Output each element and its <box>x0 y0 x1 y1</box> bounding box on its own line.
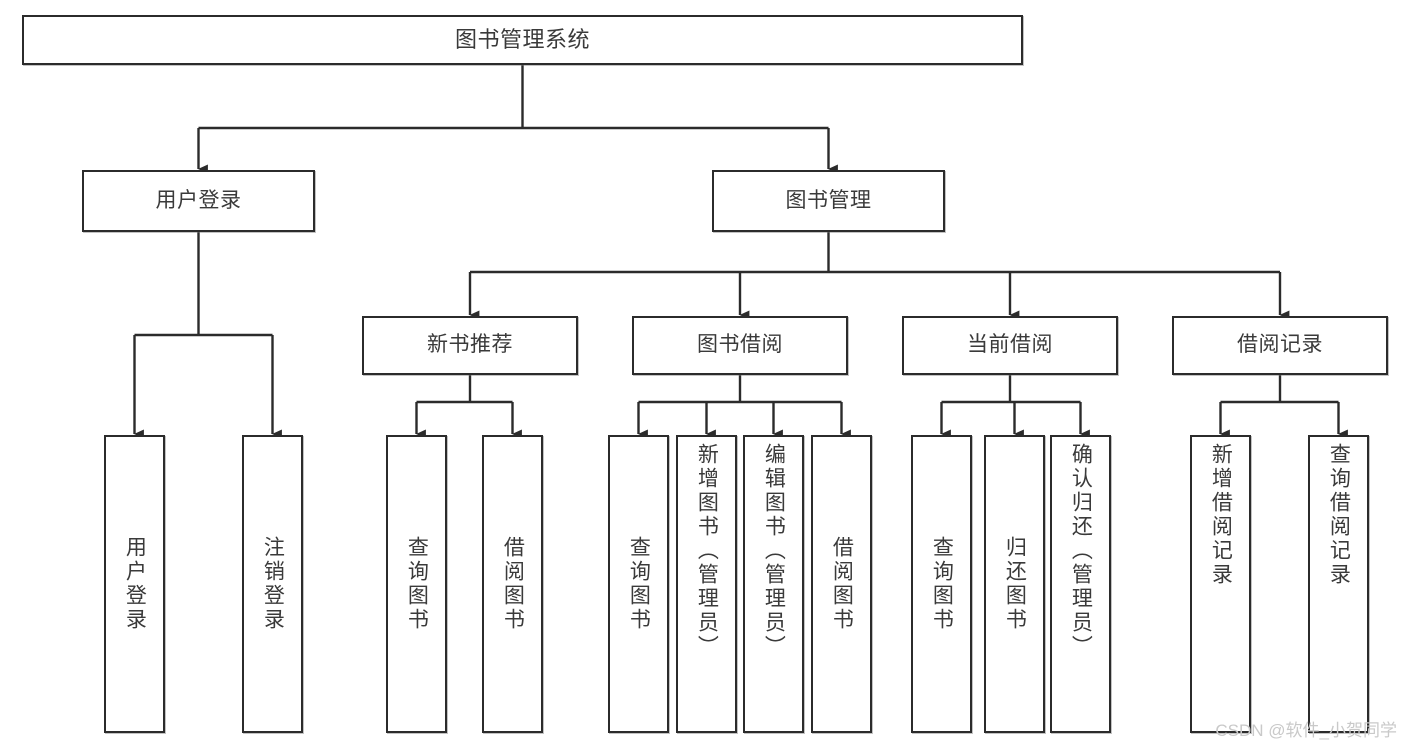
node-label: 注销登录 <box>261 536 285 632</box>
node-leaf-add-book-admin[interactable]: 新增图书（管理员） <box>676 435 737 733</box>
node-label: 图书借阅 <box>697 333 783 357</box>
node-label: 查询图书 <box>930 536 954 632</box>
node-label: 查询借阅记录 <box>1327 443 1351 587</box>
node-new-book-recommend[interactable]: 新书推荐 <box>362 316 578 375</box>
node-book-manage[interactable]: 图书管理 <box>712 170 945 232</box>
node-label: 新书推荐 <box>427 333 513 357</box>
node-leaf-user-login[interactable]: 用户登录 <box>104 435 165 733</box>
node-label: 借阅记录 <box>1237 333 1323 357</box>
node-leaf-add-borrow-record[interactable]: 新增借阅记录 <box>1190 435 1251 733</box>
node-leaf-borrow-book-2[interactable]: 借阅图书 <box>811 435 872 733</box>
node-leaf-query-book-2[interactable]: 查询图书 <box>608 435 669 733</box>
node-user-login[interactable]: 用户登录 <box>82 170 315 232</box>
node-leaf-return-book[interactable]: 归还图书 <box>984 435 1045 733</box>
node-label: 图书管理系统 <box>454 27 590 53</box>
node-label: 归还图书 <box>1003 536 1027 632</box>
node-label: 当前借阅 <box>967 333 1053 357</box>
node-book-borrow[interactable]: 图书借阅 <box>632 316 848 375</box>
node-label: 确认归还（管理员） <box>1069 443 1093 659</box>
watermark-text: CSDN @软件_小贺同学 <box>1215 721 1397 740</box>
node-leaf-query-book-1[interactable]: 查询图书 <box>386 435 447 733</box>
node-root[interactable]: 图书管理系统 <box>22 15 1023 65</box>
node-label: 图书管理 <box>785 188 872 212</box>
node-label: 新增图书（管理员） <box>695 443 719 659</box>
node-label: 编辑图书（管理员） <box>762 443 786 659</box>
node-leaf-query-borrow-record[interactable]: 查询借阅记录 <box>1308 435 1369 733</box>
node-label: 新增借阅记录 <box>1209 443 1233 587</box>
node-label: 用户登录 <box>123 536 147 632</box>
node-leaf-query-book-3[interactable]: 查询图书 <box>911 435 972 733</box>
node-current-borrow[interactable]: 当前借阅 <box>902 316 1118 375</box>
node-leaf-logout-login[interactable]: 注销登录 <box>242 435 303 733</box>
node-leaf-edit-book-admin[interactable]: 编辑图书（管理员） <box>743 435 804 733</box>
node-leaf-borrow-book-1[interactable]: 借阅图书 <box>482 435 543 733</box>
node-leaf-confirm-return-admin[interactable]: 确认归还（管理员） <box>1050 435 1111 733</box>
node-label: 借阅图书 <box>830 536 854 632</box>
node-borrow-record[interactable]: 借阅记录 <box>1172 316 1388 375</box>
node-label: 查询图书 <box>405 536 429 632</box>
node-label: 用户登录 <box>155 188 242 212</box>
edges <box>133 65 1348 439</box>
node-label: 借阅图书 <box>501 536 525 632</box>
node-label: 查询图书 <box>627 536 651 632</box>
